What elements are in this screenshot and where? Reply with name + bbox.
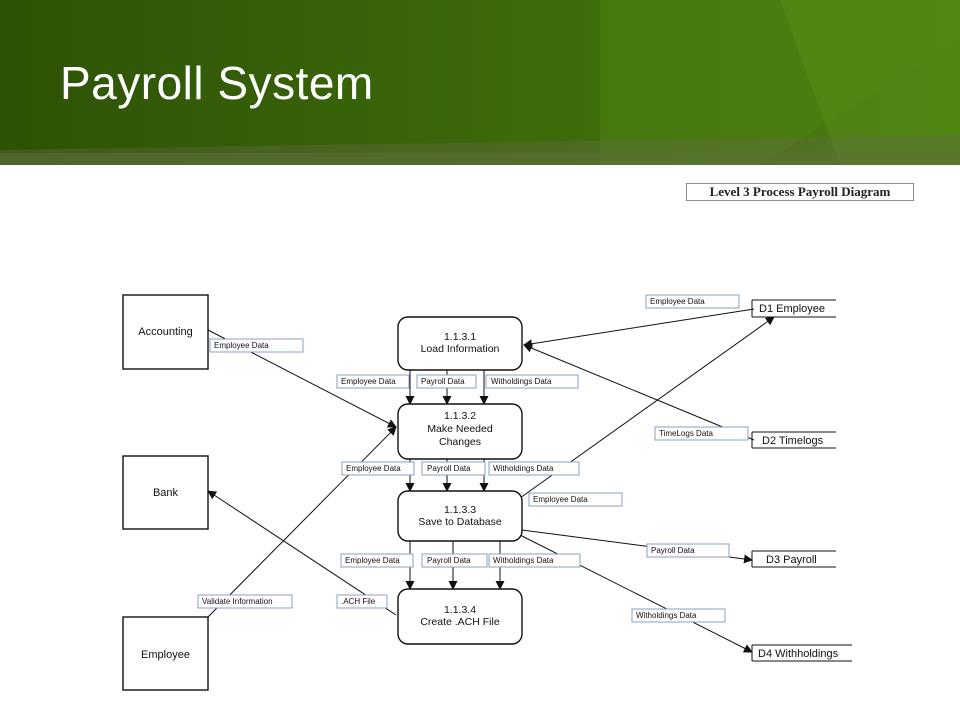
- process-make-needed-changes: 1.1.3.2 Make Needed Changes: [397, 403, 523, 460]
- svg-text:Payroll Data: Payroll Data: [421, 377, 465, 386]
- flow-label-timelogs-data: TimeLogs Data: [654, 426, 749, 441]
- svg-text:D2 Timelogs: D2 Timelogs: [762, 435, 824, 447]
- svg-text:Employee Data: Employee Data: [345, 556, 400, 565]
- svg-text:Changes: Changes: [439, 436, 481, 448]
- entity-employee: Employee: [122, 616, 209, 691]
- svg-text:Witholdings Data: Witholdings Data: [493, 464, 554, 473]
- line-p4-to-bank: [207, 490, 397, 616]
- svg-text:D1 Employee: D1 Employee: [759, 303, 825, 315]
- svg-text:Create .ACH File: Create .ACH File: [420, 616, 500, 628]
- banner-background: [0, 0, 960, 165]
- svg-text:Load Information: Load Information: [421, 343, 500, 355]
- flow-label-p2p3-payroll: Payroll Data: [421, 461, 486, 476]
- svg-text:Employee Data: Employee Data: [650, 297, 705, 306]
- svg-text:Payroll Data: Payroll Data: [427, 556, 471, 565]
- process-create-ach-file: 1.1.3.4 Create .ACH File: [397, 588, 523, 645]
- flow-label-validate-information: Validate Information: [197, 594, 293, 609]
- svg-text:Witholdings Data: Witholdings Data: [493, 556, 554, 565]
- svg-text:Validate Information: Validate Information: [202, 597, 273, 606]
- svg-text:Payroll Data: Payroll Data: [427, 464, 471, 473]
- flow-label-p2p3-employee: Employee Data: [341, 461, 415, 476]
- flow-label-p1p2-payroll: Payroll Data: [416, 374, 477, 389]
- svg-text:1.1.3.2: 1.1.3.2: [444, 410, 476, 422]
- flow-label-p1p2-employee: Employee Data: [336, 374, 410, 389]
- flow-label-p3p4-withholdings: Witholdings Data: [488, 553, 581, 568]
- entity-bank: Bank: [122, 455, 209, 530]
- title-banner: Payroll System: [0, 0, 960, 165]
- line-d2-to-p1: [523, 343, 755, 441]
- flow-label-p3-d3-payroll: Payroll Data: [646, 543, 730, 558]
- line-employee-to-p2: [207, 426, 397, 618]
- svg-text:1.1.3.4: 1.1.3.4: [444, 604, 476, 616]
- svg-text:1.1.3.1: 1.1.3.1: [444, 331, 476, 343]
- flow-label-p3p4-payroll: Payroll Data: [421, 553, 488, 568]
- svg-text:Employee Data: Employee Data: [214, 341, 269, 350]
- svg-text:Accounting: Accounting: [138, 326, 192, 338]
- svg-text:Make Needed: Make Needed: [427, 423, 493, 435]
- flow-label-p3-d1-employee: Employee Data: [528, 492, 623, 507]
- svg-text:Employee Data: Employee Data: [346, 464, 401, 473]
- svg-text:Employee Data: Employee Data: [341, 377, 396, 386]
- svg-text:Witholdings Data: Witholdings Data: [491, 377, 552, 386]
- svg-text:D4 Withholdings: D4 Withholdings: [758, 648, 839, 660]
- flow-label-ach-file: .ACH File: [336, 594, 388, 609]
- datastore-d1-employee: D1 Employee: [751, 299, 836, 318]
- datastore-d4-withholdings: D4 Withholdings: [751, 644, 852, 662]
- line-d1-to-p1: [523, 308, 755, 349]
- flow-label-p3p4-employee: Employee Data: [340, 553, 414, 568]
- svg-text:D3 Payroll: D3 Payroll: [766, 554, 817, 566]
- svg-text:Witholdings Data: Witholdings Data: [636, 611, 697, 620]
- svg-text:.ACH File: .ACH File: [341, 597, 376, 606]
- process-save-to-database: 1.1.3.3 Save to Database: [397, 490, 523, 542]
- slide-title: Payroll System: [60, 57, 374, 109]
- flow-label-p2p3-withholdings: Witholdings Data: [488, 461, 580, 476]
- svg-text:Employee: Employee: [141, 649, 190, 661]
- process-load-information: 1.1.3.1 Load Information: [397, 316, 523, 371]
- svg-text:Bank: Bank: [153, 487, 179, 499]
- svg-text:Payroll Data: Payroll Data: [651, 546, 695, 555]
- flow-label-p1p2-withholdings: Witholdings Data: [485, 374, 579, 389]
- svg-text:Employee Data: Employee Data: [533, 495, 588, 504]
- datastore-d2-timelogs: D2 Timelogs: [751, 431, 836, 449]
- flow-label-p3-d4-withholdings: Witholdings Data: [631, 608, 726, 623]
- flow-label-d1-employee-data: Employee Data: [645, 294, 740, 309]
- svg-text:TimeLogs Data: TimeLogs Data: [659, 429, 714, 438]
- flow-label-accounting-employee-data: Employee Data: [209, 338, 304, 353]
- diagram-heading: Level 3 Process Payroll Diagram: [686, 183, 914, 201]
- datastore-d3-payroll: D3 Payroll: [751, 550, 836, 568]
- svg-text:Save to Database: Save to Database: [418, 516, 502, 528]
- entity-accounting: Accounting: [122, 294, 209, 370]
- svg-text:1.1.3.3: 1.1.3.3: [444, 504, 476, 516]
